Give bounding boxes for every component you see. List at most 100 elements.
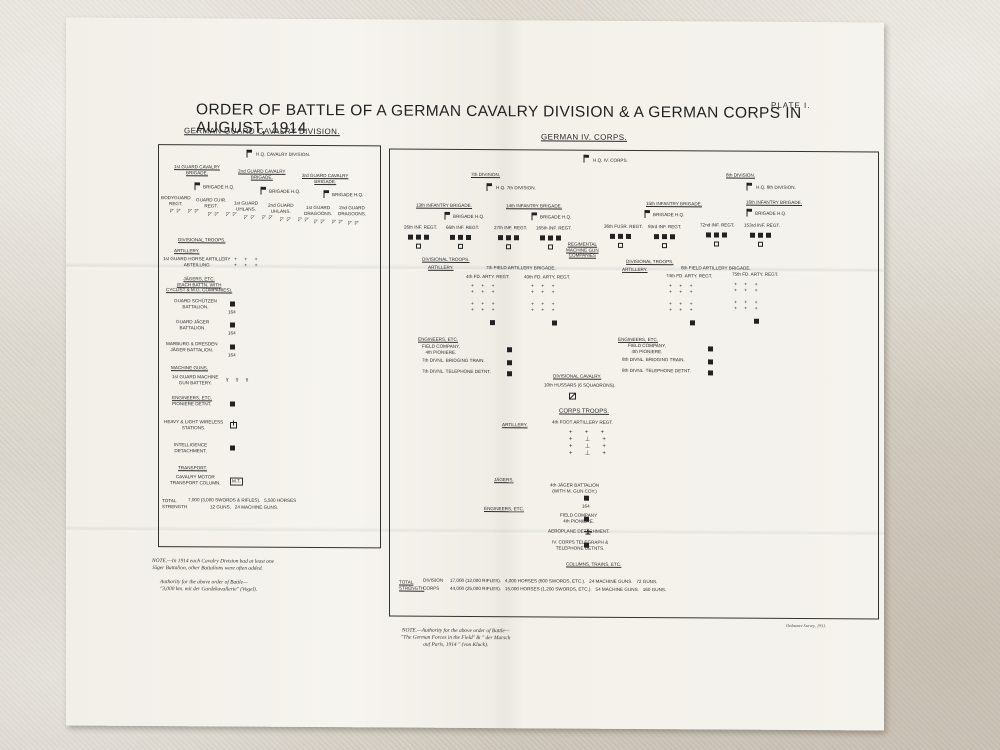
battalion-icon: [450, 234, 455, 240]
brigade-flag-icon: [746, 208, 752, 217]
column-icon: [754, 318, 759, 324]
cav-hq-label: H.Q. CAVALRY DIVISION.: [256, 151, 311, 157]
hq-flag-icon: [583, 154, 589, 163]
battalion-icon: [670, 234, 675, 240]
motor-transport-icon: M.T.: [230, 477, 243, 486]
battalion-icon: [750, 232, 755, 238]
brigade-flag-icon: [444, 211, 450, 220]
div7-telephone: 7th DIVNL. TELEPHONE DETNT.: [422, 368, 491, 375]
regiment-label: 2nd GUARD UHLANS.: [268, 202, 294, 214]
battalion-icon: [548, 235, 553, 241]
div8-telephone: 8th DIVNL. TELEPHONE DETNT.: [622, 367, 691, 374]
brigade-hq-label: BRIGADE H.Q.: [453, 213, 485, 220]
div8-label: 8th DIVISION.: [726, 172, 756, 178]
div7-artillery-head: ARTILLERY.: [428, 264, 454, 270]
bridging-icon: [708, 359, 713, 365]
corps-heading: GERMAN IV. CORPS.: [541, 132, 628, 142]
brigade-flag-icon: [323, 190, 329, 199]
div8-field-company: FIELD COMPANY, 4th PIONIERE.: [628, 342, 666, 354]
corps-label: CORPS: [423, 585, 440, 591]
cav-total-label: TOTAL STRENGTH: [162, 498, 188, 510]
columns-trains-head: COLUMNS, TRAINS, ETC.: [566, 561, 622, 567]
mg-company-icon: [618, 242, 623, 248]
battalion-icon: [662, 234, 667, 240]
battalion-icon: [230, 301, 235, 307]
brigade-flag-icon: [194, 182, 200, 191]
div7-engineers: ENGINEERS, ETC.: [418, 336, 459, 342]
mg-company-icon: [548, 244, 553, 250]
cav-total-line-2: 12 GUNS. 24 MACHINE GUNS.: [210, 504, 279, 510]
aeroplane-icon: [584, 528, 592, 535]
battalion-icon: [506, 235, 511, 241]
corps-total-label: TOTAL STRENGTH: [399, 579, 425, 591]
wireless-stations: HEAVY & LIGHT WIRELESS STATIONS.: [164, 419, 224, 430]
fa-regiment: 4th FD. ARTY. REGT.: [466, 273, 510, 280]
div7-field-company: FIELD COMPANY, 4th PIONIERE.: [422, 343, 460, 355]
cav-mg-head: MACHINE GUNS.: [171, 365, 209, 371]
battalion-icon: [618, 233, 623, 239]
infantry-brigade: 14th INFANTRY BRIGADE.: [506, 203, 562, 209]
column-icon: [490, 320, 495, 326]
regiment-symbols: ◸◸ ◸◸: [170, 208, 202, 215]
gun-symbols: + + + + + +: [234, 256, 261, 269]
hq-flag-icon: [246, 149, 252, 158]
intelligence-detachment: INTELLIGENCE DETACHMENT.: [174, 442, 208, 453]
regiment-symbols: ◸◸: [348, 220, 362, 227]
regiment-label: 1st GUARD DRAGOONS.: [304, 204, 333, 216]
telephone-icon: [507, 371, 512, 377]
gun-symbols: + + + + + + + + + + + +: [471, 282, 498, 314]
battalion-icon: [416, 234, 421, 240]
column-icon: [690, 320, 695, 326]
cav-jagers-head: JÄGERS, ETC. (EACH BATTN. WITH CYCLIST &…: [166, 276, 233, 293]
regiment-symbols: ◸◸ ◸◸: [208, 211, 240, 218]
regiment-symbols: ◸◸ ◸◸: [280, 216, 312, 224]
guard-jager-battalion: GUARD JÄGER BATTALION.: [176, 319, 210, 330]
pioniere-icon: [708, 346, 713, 352]
infantry-regiment: 66th INF. REGT.: [446, 224, 480, 231]
intelligence-icon: [230, 445, 235, 451]
fa-regiment: 74th FD. ARTY. REGT.: [666, 273, 713, 279]
battalion-icon: [424, 234, 429, 240]
pioniere-icon: [230, 401, 235, 407]
jager-number: 164: [582, 503, 590, 509]
regiment-label: 2nd GUARD DRAGOONS.: [338, 205, 367, 216]
infantry-brigade: 16th INFANTRY BRIGADE.: [746, 199, 802, 205]
mg-company-icon: [714, 241, 719, 247]
brigade-flag-icon: [260, 186, 266, 195]
telegraph-icon: [584, 542, 589, 548]
cav-artillery-unit: 1st GUARD HORSE ARTILLERY ABTEILUNG: [163, 256, 231, 267]
pioniere-icon: [507, 347, 512, 353]
corps-field-company: FIELD COMPANY 4th PIONIERE.: [560, 512, 598, 524]
gun-symbols: + + + + + + + + + + + +: [734, 281, 761, 312]
infantry-brigade: 13th INFANTRY BRIGADE.: [416, 202, 472, 208]
div8-bridging: 8th DIVNL. BRIDGING TRAIN.: [622, 356, 685, 363]
hussars-label: 10th HUSSARS (6 SQUADRONS).: [544, 382, 616, 388]
corps-engineers-head: ENGINEERS, ETC.: [484, 506, 525, 512]
battalion-icon: [514, 235, 519, 241]
div7-label: 7th DIVISION.: [471, 171, 501, 178]
bridging-icon: [507, 360, 512, 366]
telephone-icon: [708, 370, 713, 376]
corps-jagers-head: JÄGERS.: [494, 477, 514, 483]
battalion-number: 164: [228, 309, 236, 315]
div8-hq: H.Q. 8th DIVISION.: [756, 184, 796, 190]
infantry-regiment: 26th INF. REGT.: [404, 224, 438, 230]
div8-engineers: ENGINEERS, ETC.: [618, 336, 659, 343]
infantry-regiment: 27th INF. REGT.: [494, 225, 528, 231]
howitzer-symbols: + + + + ⊥ + + ⊥ + + ⊥ +: [569, 429, 609, 457]
cav-div-troops: DIVISIONAL TROOPS.: [178, 237, 226, 243]
regiment-label: BODYGUARD REGT.: [161, 195, 191, 206]
cav-mg-unit: 1st GUARD MACHINE GUN BATTERY.: [172, 374, 219, 385]
brigade-hq-label: BRIGADE H.Q.: [332, 192, 364, 198]
plate-number: PLATE I.: [771, 100, 811, 111]
gun-symbols: + + + + + + + + + + + +: [669, 283, 696, 314]
column-icon: [552, 320, 557, 326]
hq-flag-icon: [486, 183, 492, 192]
infantry-regiment: 153rd INF. REGT.: [744, 222, 780, 228]
battalion-icon: [706, 232, 711, 238]
division-label: DIVISION: [423, 577, 444, 583]
div7-troops: DIVISIONAL TROOPS.: [422, 256, 470, 262]
cavalry-squadron-icon: [569, 392, 576, 400]
fa-brigade-8: 8th FIELD ARTILLERY BRIGADE.: [681, 265, 751, 271]
div-cavalry-head: DIVISIONAL CAVALRY.: [553, 373, 602, 379]
